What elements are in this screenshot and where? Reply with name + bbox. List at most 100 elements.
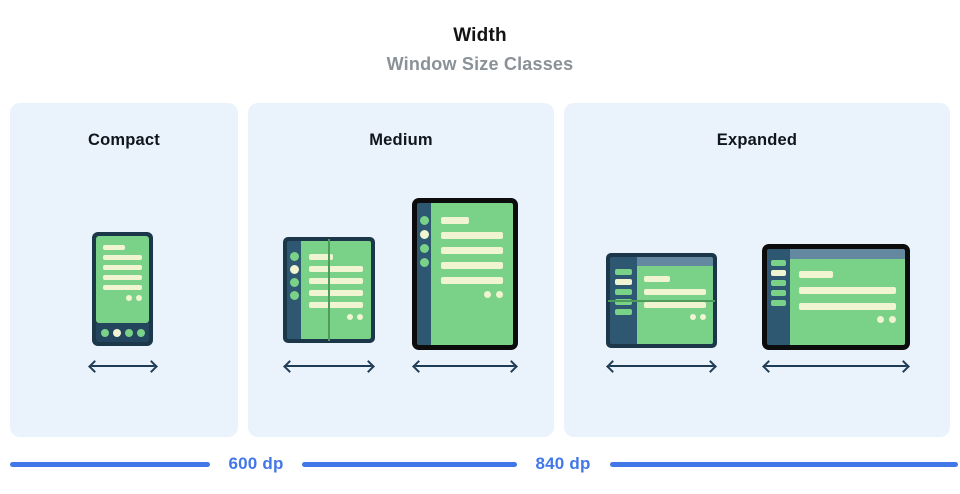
sidebar-item-bar	[615, 289, 632, 295]
ruler-segment	[302, 462, 517, 467]
text-line-placeholder	[441, 217, 469, 224]
arrow-shaft	[765, 365, 907, 367]
nav-dot	[289, 252, 299, 261]
diagram-subtitle: Window Size Classes	[386, 54, 574, 74]
ruler-segment	[610, 462, 958, 467]
overflow-dot	[496, 291, 503, 298]
text-line-placeholder	[309, 302, 363, 308]
text-line-placeholder	[441, 262, 503, 269]
overflow-dot	[357, 314, 363, 320]
nav-dot	[419, 258, 429, 267]
text-line-placeholder	[644, 289, 706, 295]
nav-dot	[289, 291, 299, 300]
overflow-dot	[126, 295, 132, 301]
overflow-dot	[484, 291, 491, 298]
nav-rail	[287, 241, 301, 339]
nav-dot	[289, 265, 299, 274]
text-line-placeholder	[441, 277, 503, 284]
text-line-placeholder	[309, 290, 363, 296]
sidebar-item-bar	[771, 300, 786, 306]
nav-dot	[289, 278, 299, 287]
panel-medium: Medium	[248, 103, 554, 437]
nav-dot	[112, 328, 121, 337]
sidebar-item-bar	[771, 260, 786, 266]
main-pane	[637, 257, 713, 344]
phone-screen	[96, 236, 149, 323]
width-arrow	[283, 360, 375, 373]
device-screen	[301, 241, 371, 339]
overflow-dot	[700, 314, 706, 320]
app-bar	[637, 257, 713, 266]
sidebar-item-bar	[771, 290, 786, 296]
width-arrow	[606, 360, 717, 373]
action-dots	[103, 295, 142, 301]
panel-title: Compact	[88, 131, 160, 149]
action-dots	[799, 316, 896, 323]
nav-dot	[419, 230, 429, 239]
text-line-placeholder	[644, 302, 706, 308]
arrow-shaft	[286, 365, 372, 367]
action-dots	[644, 314, 706, 320]
sidebar-item-bar	[615, 269, 632, 275]
tablet-illustration	[412, 198, 518, 350]
arrow-shaft	[91, 365, 155, 367]
overflow-dot	[347, 314, 353, 320]
text-line-placeholder	[441, 232, 503, 239]
text-line-placeholder	[644, 276, 670, 282]
ruler-segment	[10, 462, 210, 467]
sidebar-item-bar	[771, 280, 786, 286]
main-pane	[790, 249, 905, 345]
panel-compact: Compact	[10, 103, 238, 437]
action-dots	[309, 314, 363, 320]
arrow-right-head	[704, 360, 717, 373]
device-screen	[637, 266, 713, 344]
sidebar	[767, 249, 790, 345]
fold-line	[608, 299, 715, 302]
sidebar-item-bar	[615, 299, 632, 305]
text-line-placeholder	[103, 245, 125, 250]
device-screen	[790, 259, 905, 345]
arrow-right-head	[505, 360, 518, 373]
sidebar-item-bar	[615, 279, 632, 285]
foldable-landscape-illustration	[606, 253, 717, 348]
text-line-placeholder	[441, 247, 503, 254]
sidebar-item-bar	[771, 270, 786, 276]
width-arrow	[88, 360, 158, 373]
text-line-placeholder	[309, 254, 333, 260]
overflow-dot	[889, 316, 896, 323]
arrow-shaft	[609, 365, 714, 367]
panel-title: Expanded	[716, 131, 798, 149]
nav-dot	[419, 216, 429, 225]
nav-rail	[417, 203, 431, 345]
arrow-right-head	[897, 360, 910, 373]
width-arrow	[762, 360, 910, 373]
arrow-right-head	[362, 360, 375, 373]
text-line-placeholder	[799, 271, 833, 278]
text-line-placeholder	[309, 266, 363, 272]
sidebar-item-bar	[615, 309, 632, 315]
app-bar	[790, 249, 905, 259]
nav-dot	[419, 244, 429, 253]
text-line-placeholder	[799, 303, 896, 310]
text-line-placeholder	[309, 278, 363, 284]
phone-illustration	[92, 232, 153, 346]
text-line-placeholder	[103, 275, 142, 280]
overflow-dot	[690, 314, 696, 320]
fold-line	[328, 239, 330, 341]
overflow-dot	[877, 316, 884, 323]
diagram-title: Width	[453, 25, 507, 46]
text-line-placeholder	[103, 255, 142, 260]
panel-title: Medium	[369, 131, 433, 149]
text-line-placeholder	[103, 265, 142, 270]
nav-dot	[124, 328, 133, 337]
breakpoint-label-840: 840 dp	[535, 454, 591, 473]
action-dots	[441, 291, 503, 298]
device-screen	[431, 203, 513, 345]
desktop-illustration	[762, 244, 910, 350]
arrow-right-head	[145, 360, 158, 373]
foldable-portrait-illustration	[283, 237, 375, 343]
phone-nav-bar	[96, 323, 149, 342]
arrow-shaft	[415, 365, 515, 367]
breakpoint-label-600: 600 dp	[228, 454, 284, 473]
